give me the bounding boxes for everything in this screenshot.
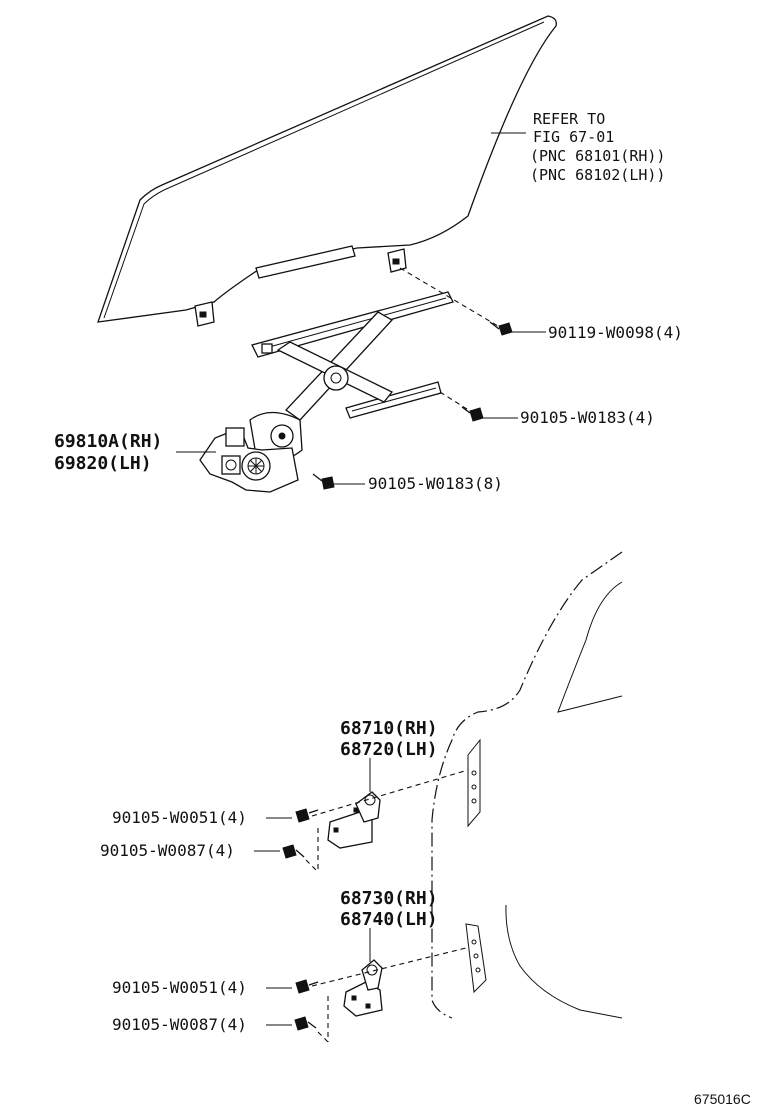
lower-hinge-lh-label[interactable]: 68740(LH) xyxy=(340,909,438,930)
regulator-motor xyxy=(199,427,299,493)
rail-bolt-icon xyxy=(461,406,484,422)
refer-note-line4: (PNC 68102(LH)) xyxy=(530,166,665,184)
lower-hinge-mount-plate xyxy=(465,923,487,994)
lower-hinge-rh-label[interactable]: 68730(RH) xyxy=(340,888,438,909)
refer-note-line1: REFER TO xyxy=(533,110,605,128)
door-glass[interactable] xyxy=(97,15,557,323)
lower-hinge-bolt-b-icon xyxy=(294,1016,317,1031)
glass-channel xyxy=(255,245,356,279)
door-opening-outline xyxy=(431,551,623,1019)
regulator-lh-label[interactable]: 69820(LH) xyxy=(54,453,152,474)
upper-hinge-lh-label[interactable]: 68720(LH) xyxy=(340,739,438,760)
motor-bolt-icon xyxy=(312,473,335,490)
figure-code: 675016C xyxy=(694,1091,751,1107)
window-regulator[interactable] xyxy=(249,291,454,462)
upper-hinge-rh-label[interactable]: 68710(RH) xyxy=(340,718,438,739)
rail-bolt-label[interactable]: 90105-W0183(4) xyxy=(520,408,655,427)
upper-door-hinge[interactable] xyxy=(327,791,381,849)
upper-hinge-bolt-a-icon xyxy=(295,808,319,823)
glass-bolt-label[interactable]: 90119-W0098(4) xyxy=(548,323,683,342)
upper-hinge-mount-plate xyxy=(467,738,481,828)
upper-hinge-bolt-b-icon xyxy=(282,844,305,859)
regulator-rh-label[interactable]: 69810A(RH) xyxy=(54,431,162,452)
lower-hinge-bolt-b-label[interactable]: 90105-W0087(4) xyxy=(112,1015,247,1034)
refer-note-line3: (PNC 68101(RH)) xyxy=(530,147,665,165)
lower-door-hinge[interactable] xyxy=(343,959,383,1017)
upper-hinge-bolt-b-label[interactable]: 90105-W0087(4) xyxy=(100,841,235,860)
glass-bolt-icon xyxy=(489,321,513,336)
upper-hinge-bolt-a-label[interactable]: 90105-W0051(4) xyxy=(112,808,247,827)
lower-hinge-bolt-a-icon xyxy=(295,979,319,994)
glass-mount-tab-left xyxy=(194,301,215,327)
glass-mount-tab-right xyxy=(387,248,407,273)
motor-bolt-label[interactable]: 90105-W0183(8) xyxy=(368,474,503,493)
lower-hinge-bolt-a-label[interactable]: 90105-W0051(4) xyxy=(112,978,247,997)
refer-note-line2: FIG 67-01 xyxy=(533,128,614,146)
